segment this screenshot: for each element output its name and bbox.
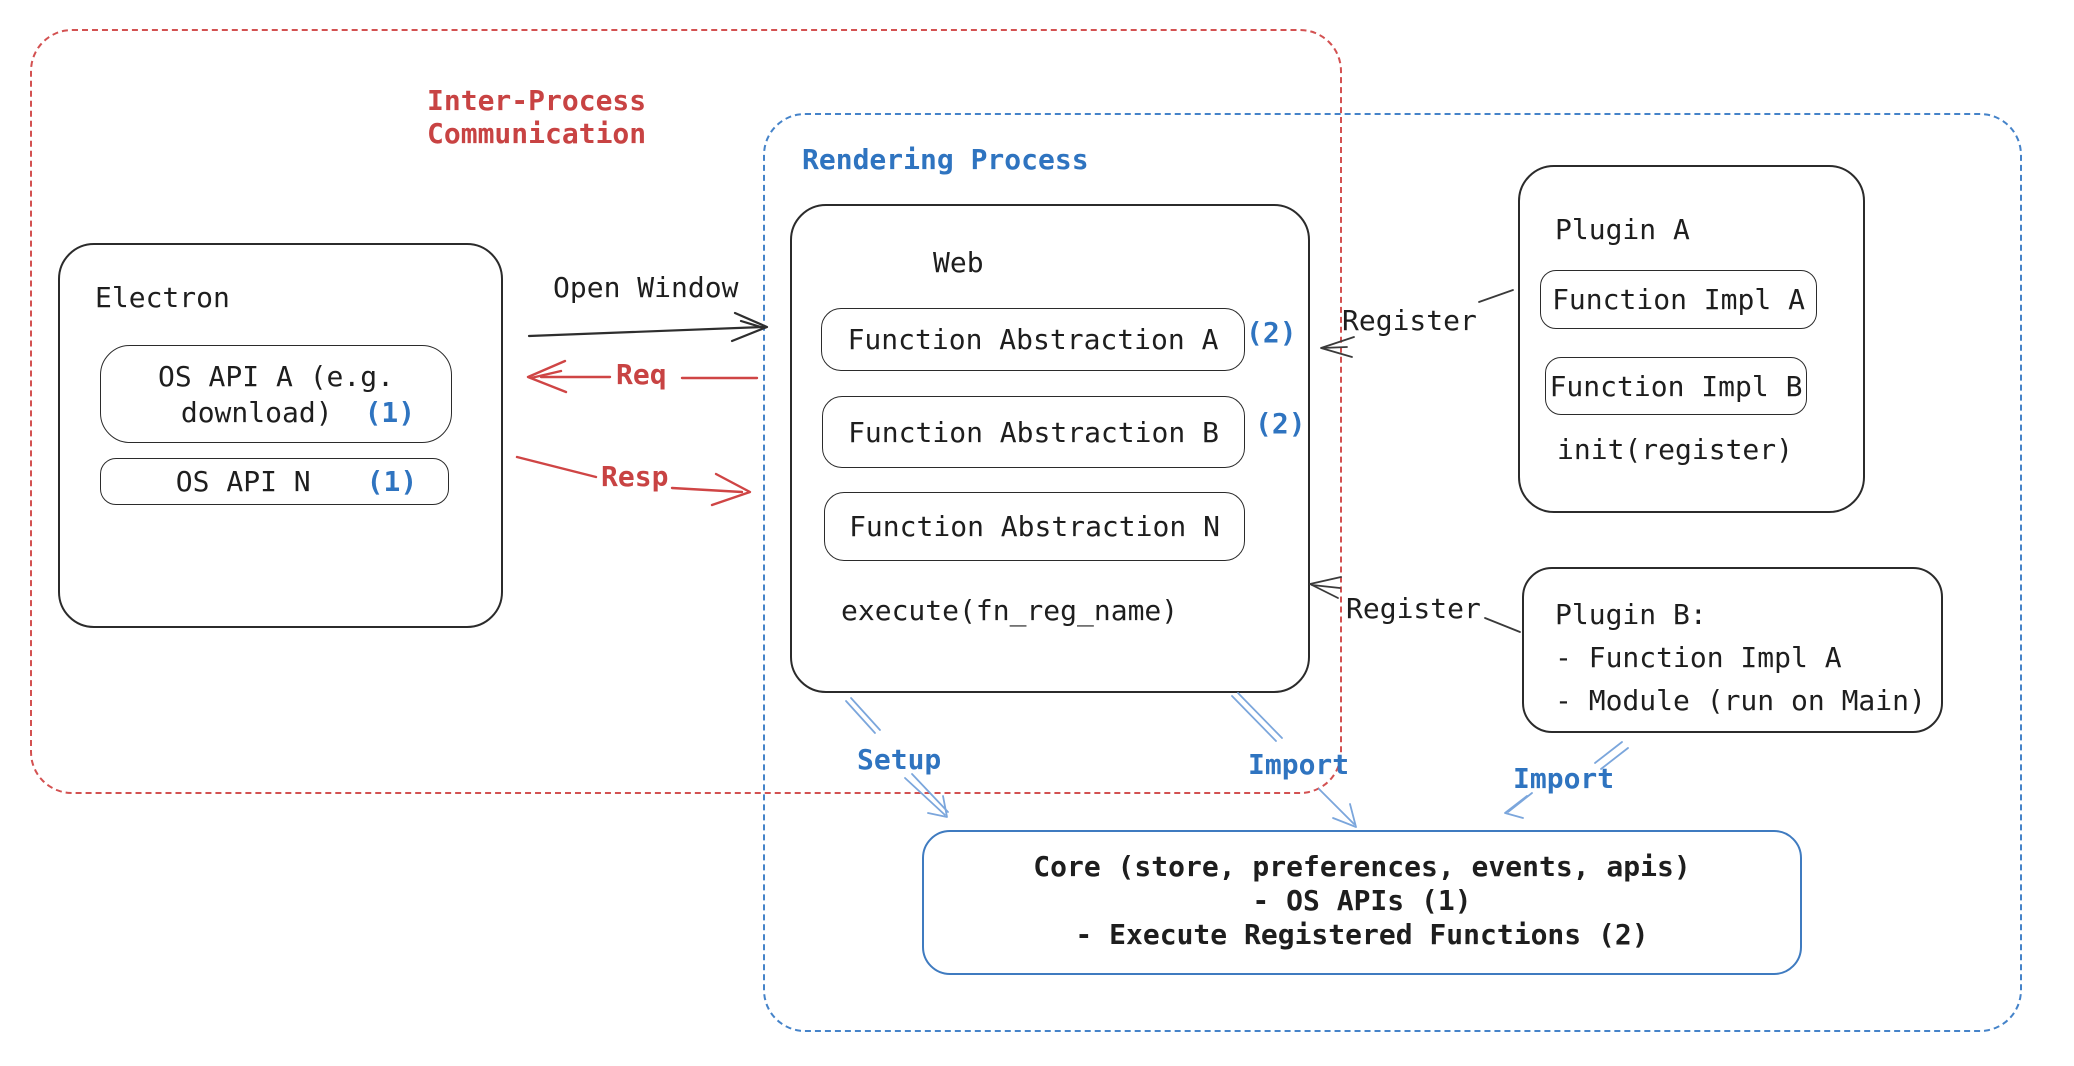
function-impl-b-label: Function Impl B: [1549, 369, 1803, 403]
os-api-n-badge: (1): [366, 465, 418, 498]
import-right-label: Import: [1513, 762, 1615, 795]
os-api-a-badge: (1): [364, 395, 416, 429]
electron-box: Electron OS API A (e.g. download) (1) OS…: [58, 243, 503, 628]
web-title: Web: [933, 246, 984, 279]
plugin-a-title: Plugin A: [1555, 213, 1690, 246]
plugin-a-box: Plugin A Function Impl A Function Impl B…: [1518, 165, 1865, 513]
electron-title: Electron: [95, 281, 230, 314]
fa-a-badge: (2): [1246, 316, 1297, 349]
plugin-b-item-module: - Module (run on Main): [1555, 684, 1926, 717]
init-register-label: init(register): [1557, 433, 1794, 466]
web-box: Web Function Abstraction A Function Abst…: [790, 204, 1310, 693]
os-api-a-box: OS API A (e.g. download) (1): [100, 345, 452, 443]
fa-b-badge: (2): [1255, 407, 1306, 440]
execute-fn-label: execute(fn_reg_name): [841, 594, 1179, 627]
os-api-n-label: OS API N: [175, 465, 311, 498]
function-impl-a-label: Function Impl A: [1552, 283, 1805, 316]
function-abstraction-a-label: Function Abstraction A: [847, 323, 1219, 356]
core-item-os-apis: - OS APIs (1): [1252, 884, 1472, 917]
open-window-label: Open Window: [553, 271, 739, 304]
function-abstraction-n-box: Function Abstraction N: [824, 492, 1245, 561]
function-abstraction-a-box: Function Abstraction A: [821, 308, 1245, 371]
core-title: Core (store, preferences, events, apis): [1033, 850, 1691, 883]
register-bottom-label: Register: [1346, 592, 1481, 625]
os-api-a-line2: download): [180, 395, 333, 429]
function-impl-b-box: Function Impl B: [1545, 357, 1807, 415]
ipc-title-line1: Inter-Process: [427, 84, 647, 117]
req-label: Req: [616, 358, 667, 391]
plugin-b-title: Plugin B:: [1555, 598, 1707, 631]
core-item-execute-registered: - Execute Registered Functions (2): [1075, 918, 1649, 951]
rendering-process-title: Rendering Process: [802, 143, 1089, 176]
function-impl-a-box: Function Impl A: [1540, 270, 1817, 329]
os-api-a-line1: OS API A (e.g.: [157, 359, 394, 393]
plugin-b-item-function-impl-a: - Function Impl A: [1555, 641, 1842, 674]
core-box: Core (store, preferences, events, apis) …: [922, 830, 1802, 975]
resp-label: Resp: [601, 460, 669, 493]
register-top-label: Register: [1342, 304, 1477, 337]
function-abstraction-b-box: Function Abstraction B: [822, 396, 1245, 468]
os-api-n-box: OS API N (1): [100, 458, 449, 505]
rendering-process-boundary-region: [763, 113, 2022, 1032]
function-abstraction-n-label: Function Abstraction N: [849, 510, 1220, 543]
ipc-title-line2: Communication: [427, 117, 647, 150]
function-abstraction-b-label: Function Abstraction B: [848, 415, 1219, 449]
plugin-b-box: Plugin B: - Function Impl A - Module (ru…: [1522, 567, 1943, 733]
setup-label: Setup: [857, 743, 942, 776]
ipc-boundary-region: [30, 29, 1342, 794]
import-left-label: Import: [1248, 748, 1350, 781]
